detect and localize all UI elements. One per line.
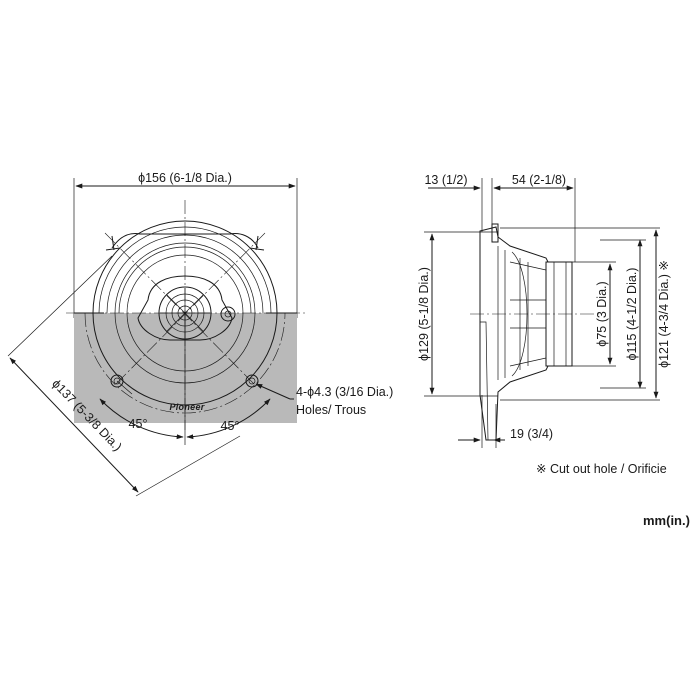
cutout-note: ※ Cut out hole / Orificie — [536, 462, 667, 476]
outer-diameter-label: ϕ156 (6-1/8 Dia.) — [138, 171, 232, 185]
pioneer-logo: Pioneer — [169, 402, 204, 412]
angle-right-label: 45° — [221, 419, 240, 433]
units-label: mm(in.) — [643, 513, 690, 528]
angle-arc-right — [186, 398, 271, 440]
bolt-circle-dim-line — [9, 357, 139, 493]
front-height-label: 19 (3/4) — [510, 427, 553, 441]
flange-depth-label: 13 (1/2) — [424, 173, 467, 187]
angle-left-label: 45° — [129, 417, 148, 431]
holes-name-label: Holes/ Trous — [296, 403, 366, 417]
front-view: ϕ156 (6-1/8 Dia.) — [7, 171, 393, 497]
mount-depth-label: 54 (2-1/8) — [512, 173, 566, 187]
frame-diameter-label: ϕ115 (4-1/2 Dia.) — [625, 268, 639, 361]
cutout-diameter-label: ϕ121 (4-3/4 Dia.) ※ — [657, 260, 671, 368]
speaker-side-profile — [479, 223, 573, 441]
angle-arc-left — [99, 398, 184, 440]
side-view: 13 (1/2) 54 (2-1/8) 19 (3/4) ϕ129 (5-1/8… — [417, 173, 671, 448]
magnet-diameter-label: ϕ75 (3 Dia.) — [595, 281, 609, 346]
cone-diameter-label: ϕ129 (5-1/8 Dia.) — [417, 267, 431, 361]
speaker-front-body — [74, 220, 297, 423]
holes-spec-label: 4-ϕ4.3 (3/16 Dia.) — [296, 385, 393, 399]
